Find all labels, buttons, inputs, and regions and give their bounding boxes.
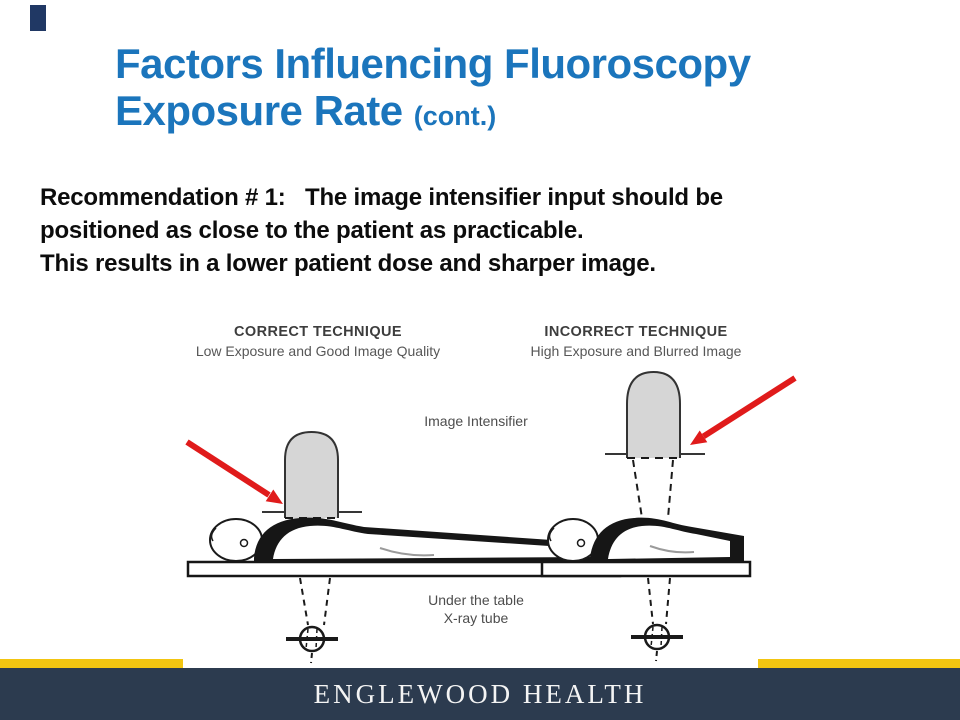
- body-line: This results in a lower patient dose and…: [40, 250, 656, 277]
- patient-body: [254, 517, 610, 562]
- exam-table: [540, 560, 752, 578]
- xray-beam-dashed: [647, 577, 671, 625]
- image-intensifier-dome: [626, 370, 681, 458]
- body-line: positioned as close to the patient as pr…: [40, 217, 584, 244]
- page-title: Factors Influencing Fluoroscopy Exposure…: [115, 40, 915, 140]
- correct-technique-heading-group: CORRECT TECHNIQUE Low Exposure and Good …: [158, 324, 478, 359]
- correct-technique-figure: [185, 430, 622, 664]
- recommendation-text: Recommendation # 1: The image intensifie…: [40, 181, 800, 280]
- image-intensifier-dome: [284, 430, 339, 518]
- red-arrow-icon: [690, 375, 797, 445]
- title-cont-suffix: (cont.): [413, 101, 497, 131]
- xray-tube-label: Under the table X-ray tube: [428, 592, 524, 626]
- xray-tube-symbol: [631, 623, 683, 662]
- incorrect-technique-heading: INCORRECT TECHNIQUE: [544, 324, 728, 340]
- xray-tube-symbol: [286, 625, 338, 664]
- body-line: Recommendation # 1: The image intensifie…: [40, 184, 723, 211]
- xray-beam-dashed: [299, 577, 331, 626]
- title-line-2: Exposure Rate (cont.): [115, 87, 497, 134]
- patient-head: [209, 518, 263, 562]
- corner-accent-bar: [30, 5, 46, 31]
- patient-body: [590, 517, 744, 562]
- air-gap-beam-dashed: [632, 459, 674, 519]
- red-arrow-icon: [185, 439, 283, 504]
- gold-accent-bar-left: [0, 659, 183, 668]
- brand-name: ENGLEWOOD HEALTH: [313, 678, 647, 709]
- incorrect-technique-heading-group: INCORRECT TECHNIQUE High Exposure and Bl…: [476, 324, 796, 359]
- title-line-1: Factors Influencing Fluoroscopy: [115, 40, 751, 87]
- correct-technique-subheading: Low Exposure and Good Image Quality: [195, 343, 441, 359]
- correct-technique-heading: CORRECT TECHNIQUE: [234, 324, 402, 340]
- footer-bar: ENGLEWOOD HEALTH: [0, 668, 960, 720]
- incorrect-technique-subheading: High Exposure and Blurred Image: [530, 343, 742, 359]
- gold-accent-bar-right: [758, 659, 960, 668]
- incorrect-technique-figure: [540, 370, 797, 662]
- image-intensifier-label: Image Intensifier: [424, 413, 528, 429]
